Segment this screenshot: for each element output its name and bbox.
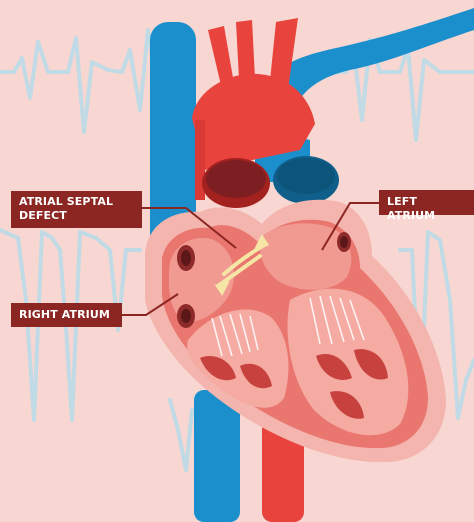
inferior-vena-cava [194,390,240,522]
left-atrium-label: LEFT ATRIUM [379,190,474,215]
atrial-septal-defect-label: ATRIAL SEPTAL DEFECT [11,191,142,228]
ecg-trace-top [0,30,170,132]
right-atrium-label: RIGHT ATRIUM [11,303,122,327]
left-atrium-text: LEFT ATRIUM [387,195,435,222]
atrial-septal-defect-text: ATRIAL SEPTAL DEFECT [19,195,134,223]
right-atrium-text: RIGHT ATRIUM [19,308,110,321]
